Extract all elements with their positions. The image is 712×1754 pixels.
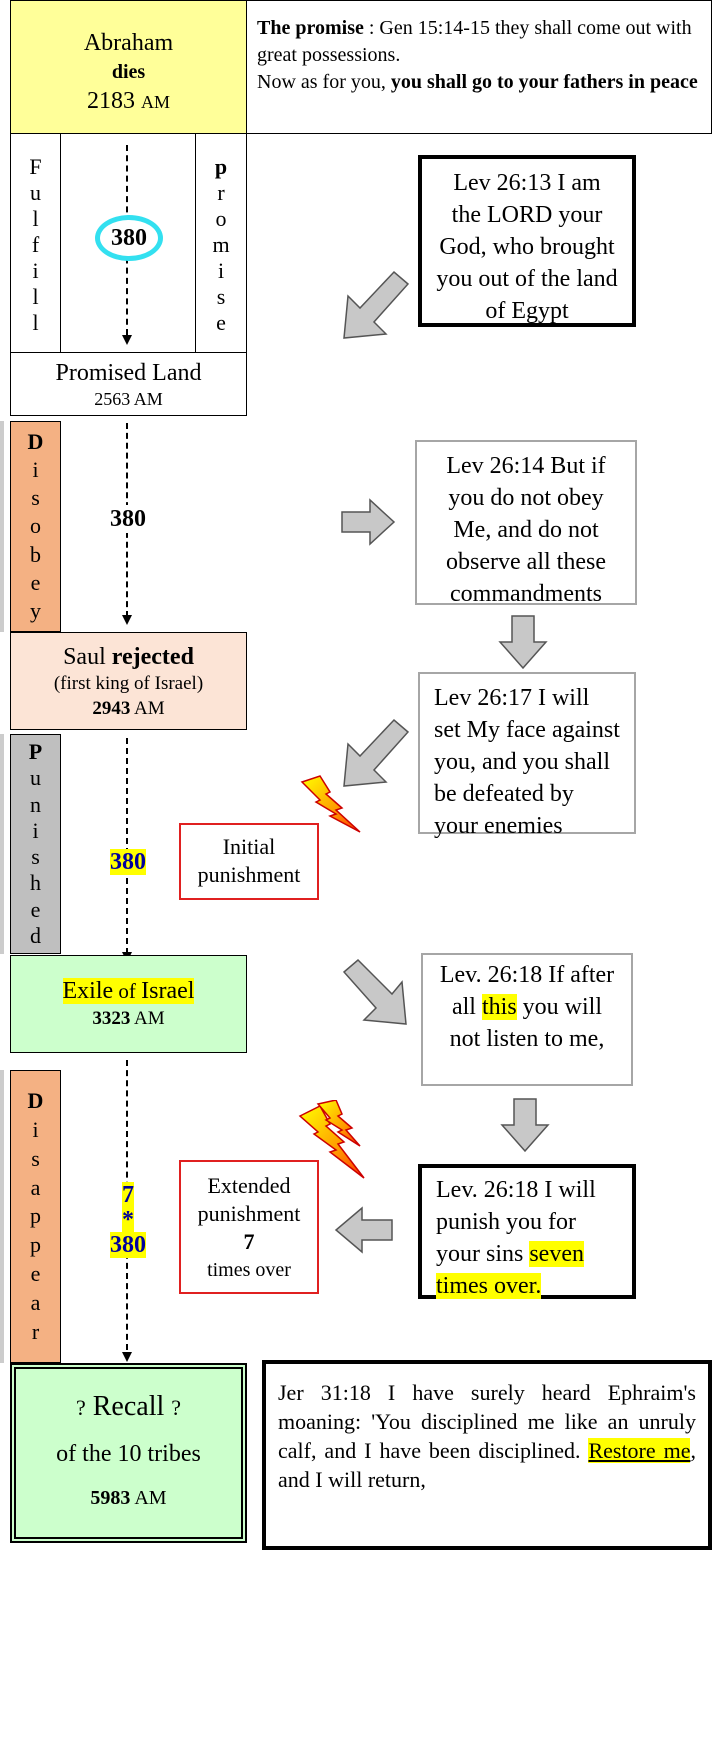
span-7x380: 7 * 380: [110, 1182, 146, 1258]
promise-ref: : Gen 15:14-15 they shall come out with …: [257, 17, 692, 66]
lev-26-13-box: Lev 26:13 I am the LORD your God, who br…: [418, 155, 636, 327]
promised-land-box: Promised Land 2563 AM: [10, 352, 247, 416]
span-380-2: 380: [98, 505, 158, 533]
lightning-icon: [298, 1100, 365, 1179]
arrow-down-icon: [500, 1098, 550, 1153]
lev-26-18b-box: Lev. 26:18 I will punish you for your si…: [418, 1164, 636, 1299]
lev-26-17-box: Lev 26:17 I will set My face against you…: [418, 672, 636, 839]
promise-text: The promise : Gen 15:14-15 they shall co…: [246, 0, 712, 134]
promise-line2: Now as for you,: [257, 71, 391, 93]
promise-bold: you shall go to your fathers in peace: [390, 71, 698, 93]
saul-box: Saul rejected (first king of Israel) 294…: [10, 632, 247, 730]
exile-box: Exile of Israel 3323 AM: [10, 955, 247, 1053]
lev-26-14-box: Lev 26:14 But if you do not obey Me, and…: [415, 440, 637, 607]
initial-punishment-box: Initial punishment: [179, 823, 319, 900]
span-380-ellipse: 380: [95, 215, 163, 261]
arrow-diagonal-down-right-icon: [342, 958, 407, 1025]
arrow-diagonal-icon: [343, 270, 410, 339]
arrow-right-icon: [341, 498, 396, 546]
lightning-icon: [300, 775, 361, 833]
arrow-down-icon: [498, 615, 548, 670]
recall-box: ? Recall ? of the 10 tribes 5983 AM: [10, 1363, 247, 1543]
abraham-status: dies: [111, 61, 146, 83]
span-380-3: 380: [110, 849, 146, 875]
lev-26-18a-box: Lev. 26:18 If after all this you will no…: [421, 953, 633, 1086]
extended-punishment-box: Extended punishment 7 times over: [179, 1160, 319, 1294]
arrow-left-icon: [334, 1206, 393, 1254]
abraham-box: Abraham dies 2183 AM: [10, 0, 247, 134]
abraham-unit: AM: [140, 92, 170, 112]
arrow-diagonal-icon: [343, 718, 410, 787]
promise-label: The promise: [257, 17, 364, 39]
jer-31-18-box: Jer 31:18 I have surely heard Ephraim's …: [262, 1360, 712, 1550]
abraham-year: 2183: [86, 88, 135, 114]
abraham-name: Abraham: [83, 30, 174, 56]
